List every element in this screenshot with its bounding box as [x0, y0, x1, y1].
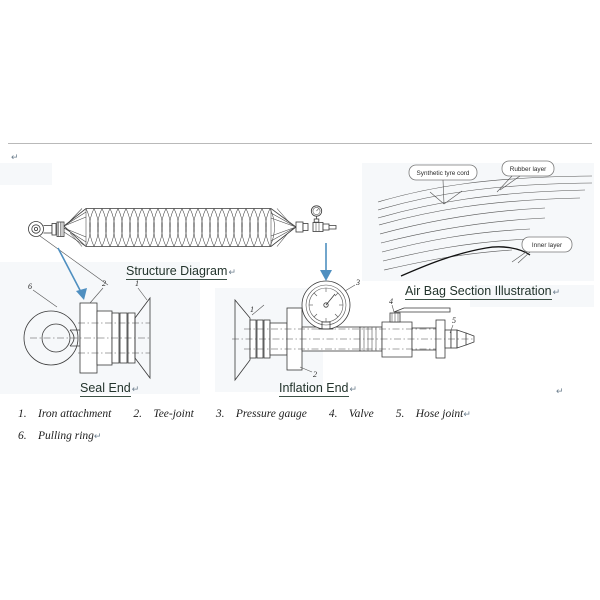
caption-seal-end-mark: ↵: [131, 384, 140, 394]
legend-num-5: 5.: [395, 408, 405, 420]
page-tint-right-lower: [470, 285, 594, 307]
legend-label-3: Pressure gauge: [235, 408, 307, 420]
caption-structure-diagram-text: Structure Diagram: [126, 264, 228, 280]
caption-air-bag-section: Air Bag Section Illustration↵: [405, 284, 561, 300]
caption-seal-end: Seal End↵: [80, 381, 140, 397]
caption-structure-diagram: Structure Diagram↵: [126, 264, 236, 280]
legend-label-2: Tee-joint: [153, 408, 194, 420]
page-tint-left-lower: [0, 262, 200, 394]
legend-num-4: 4.: [328, 408, 338, 420]
parts-legend: 1. Iron attachment 2. Tee-joint 3. Pressure g…: [18, 403, 578, 447]
legend-num-2: 2.: [133, 408, 142, 420]
caption-structure-diagram-mark: ↵: [228, 267, 236, 277]
caption-inflation-end-text: Inflation End: [279, 381, 349, 397]
inflation-end-number-5: 5: [452, 316, 456, 325]
page-tint-left-upper: [0, 163, 52, 185]
legend-row-2-mark: ↵: [93, 431, 102, 441]
caption-air-bag-section-text: Air Bag Section Illustration: [405, 284, 552, 300]
page-tint-mid: [215, 288, 323, 392]
legend-label-5: Hose joint: [415, 408, 464, 420]
paragraph-mark-top: ↵: [11, 152, 19, 162]
page-tint-right: [362, 163, 594, 281]
legend-row-1: 1. Iron attachment 2. Tee-joint 3. Pressure g…: [18, 403, 578, 425]
legend-row-2: 6. Pulling ring↵: [18, 425, 578, 447]
inflation-end-number-3: 3: [355, 278, 360, 287]
legend-row-1-mark: ↵: [463, 409, 471, 419]
legend-num-6: 6.: [18, 430, 27, 442]
paragraph-mark-inflation-row: ↵: [556, 386, 564, 396]
legend-label-1: Iron attachment: [38, 408, 112, 420]
header-rule: [8, 143, 592, 144]
legend-num-3: 3.: [215, 408, 225, 420]
caption-inflation-end: Inflation End↵: [279, 381, 358, 397]
inflation-end-number-4: 4: [389, 297, 393, 306]
legend-num-1: 1.: [18, 408, 27, 420]
legend-label-4: Valve: [348, 408, 374, 420]
caption-seal-end-text: Seal End: [80, 381, 131, 397]
caption-air-bag-section-mark: ↵: [552, 287, 561, 297]
legend-label-6: Pulling ring: [38, 430, 94, 442]
caption-inflation-end-mark: ↵: [349, 384, 358, 394]
